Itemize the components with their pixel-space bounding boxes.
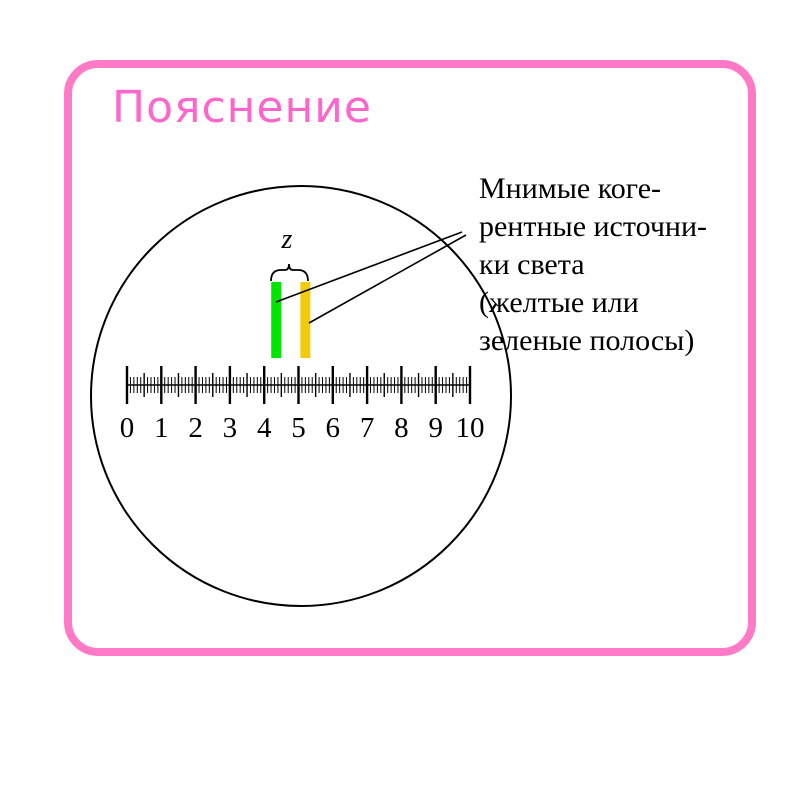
scale-label-6: 6 [326,412,341,444]
brace-shape [270,263,309,282]
caption-text: Мнимые коге- рентные источни- ки света (… [479,170,779,360]
caption-line: (желтые или [479,286,639,319]
caption-line: рентные источни- [479,210,708,243]
page-title: Пояснение [112,82,372,133]
green-band [271,282,282,358]
scale-label-1: 1 [154,412,169,444]
scale-label-0: 0 [120,412,135,444]
caption-line: зеленые полосы) [479,324,695,357]
scale-label-3: 3 [223,412,238,444]
pointer-line-yellow [308,234,467,324]
light-source-bands [271,282,311,358]
distance-brace: z [270,224,309,282]
eyepiece-circle [90,185,512,607]
explanation-card [64,60,756,656]
scale-label-9: 9 [428,412,443,444]
scale-label-4: 4 [257,412,272,444]
caption-line: ки света [479,248,585,281]
z-label: z [281,224,293,255]
scale-label-7: 7 [360,412,375,444]
scale-label-10: 10 [456,412,485,444]
yellow-band [300,282,311,358]
caption-line: Мнимые коге- [479,172,662,205]
scale-label-2: 2 [188,412,203,444]
pointer-line-green [275,231,463,303]
pointer-lines [275,231,467,324]
scale-label-5: 5 [291,412,306,444]
scale-label-8: 8 [394,412,409,444]
